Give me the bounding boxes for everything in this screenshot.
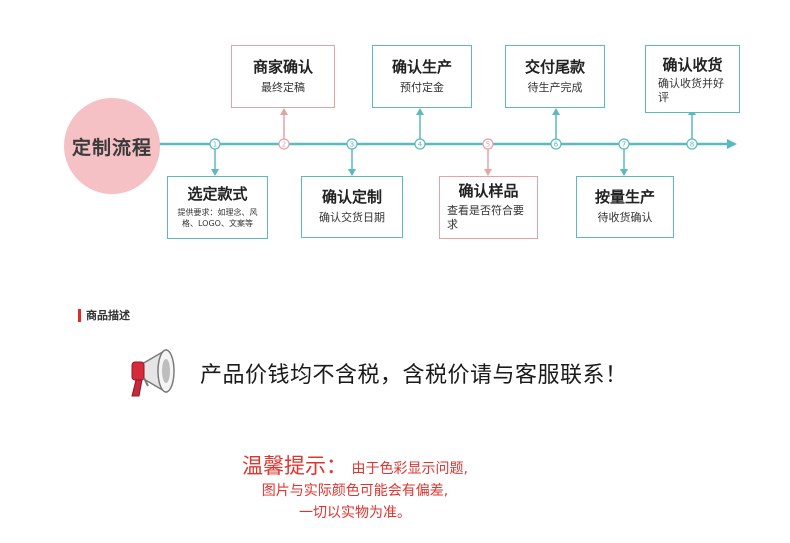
connector-arrow-3 — [348, 169, 356, 176]
step-desc-5: 查看是否符合要求 — [447, 204, 524, 232]
node-number-5: 5 — [486, 141, 490, 149]
timeline-node-5: 5 — [482, 138, 494, 150]
step-desc-7: 待收货确认 — [597, 211, 653, 225]
timeline-node-3: 3 — [346, 138, 358, 150]
flow-connectors: 1 2 3 4 5 6 7 8 — [158, 108, 737, 176]
step-title-1: 选定款式 — [187, 185, 248, 204]
step-title-3: 确认定制 — [321, 188, 382, 207]
step-title-7: 按量生产 — [594, 188, 655, 207]
connector-arrow-1 — [211, 169, 219, 176]
step-desc-1: 提供要求：如理念、风格、LOGO、文案等 — [177, 208, 258, 228]
node-number-4: 4 — [418, 141, 423, 149]
step-desc-6: 待生产完成 — [527, 80, 583, 94]
step-box-1: 选定款式 提供要求：如理念、风格、LOGO、文案等 — [167, 176, 268, 239]
section-header: 商品描述 — [78, 308, 130, 322]
timeline-node-7: 7 — [618, 138, 630, 150]
step-box-7: 按量生产 待收货确认 — [576, 176, 674, 238]
timeline-node-2: 2 — [278, 138, 290, 150]
tip-heading: 温馨提示： — [242, 454, 348, 478]
step-box-3: 确认定制 确认交货日期 — [301, 176, 403, 238]
step-title-2: 商家确认 — [252, 57, 313, 76]
megaphone-icon — [131, 348, 175, 397]
connector-arrow-4 — [416, 108, 424, 115]
step-desc-2: 最终定稿 — [261, 80, 305, 94]
step-desc-3: 确认交货日期 — [319, 211, 385, 225]
step-desc-4: 预付定金 — [400, 80, 444, 94]
section-label: 商品描述 — [86, 309, 130, 322]
connector-arrow-7 — [620, 169, 628, 176]
connector-arrow-5 — [484, 169, 492, 176]
step-title-5: 确认样品 — [458, 182, 519, 201]
tip-text-1: 由于色彩显示问题, — [351, 461, 468, 477]
flow-title-badge: 定制流程 — [64, 98, 160, 194]
step-box-8: 确认收货 确认收货并好评 — [645, 45, 740, 113]
step-box-5: 确认样品 查看是否符合要求 — [439, 176, 538, 239]
tip-line-1: 温馨提示： 由于色彩显示问题, — [205, 455, 505, 480]
step-box-2: 商家确认 最终定稿 — [231, 45, 335, 108]
step-title-6: 交付尾款 — [524, 57, 585, 76]
node-number-3: 3 — [350, 141, 354, 149]
flow-title: 定制流程 — [71, 136, 152, 159]
step-box-4: 确认生产 预付定金 — [372, 45, 472, 108]
timeline-node-1: 1 — [209, 138, 221, 150]
tip-text-3: 一切以实物为准。 — [299, 505, 411, 521]
connector-arrow-6 — [552, 108, 560, 115]
timeline-node-8: 8 — [686, 138, 698, 150]
tip-text-2: 图片与实际颜色可能会有偏差, — [261, 483, 449, 499]
step-title-4: 确认生产 — [391, 57, 452, 76]
timeline-node-6: 6 — [550, 138, 562, 150]
node-number-8: 8 — [690, 141, 694, 149]
connector-arrow-2 — [280, 108, 288, 115]
node-number-7: 7 — [622, 141, 626, 149]
notice-text: 产品价钱均不含税，含税价请与客服联系！ — [200, 363, 628, 388]
step-title-8: 确认收货 — [662, 56, 723, 74]
step-box-6: 交付尾款 待生产完成 — [505, 45, 605, 108]
step-desc-8: 确认收货并好评 — [658, 76, 724, 105]
timeline-node-4: 4 — [414, 138, 426, 150]
price-notice: 产品价钱均不含税，含税价请与客服联系！ — [122, 338, 628, 408]
section-accent-bar — [78, 308, 81, 322]
warm-tip: 温馨提示： 由于色彩显示问题, 图片与实际颜色可能会有偏差, 一切以实物为准。 — [205, 455, 505, 524]
node-number-6: 6 — [554, 141, 559, 149]
node-number-2: 2 — [282, 141, 286, 149]
node-number-1: 1 — [213, 141, 217, 149]
